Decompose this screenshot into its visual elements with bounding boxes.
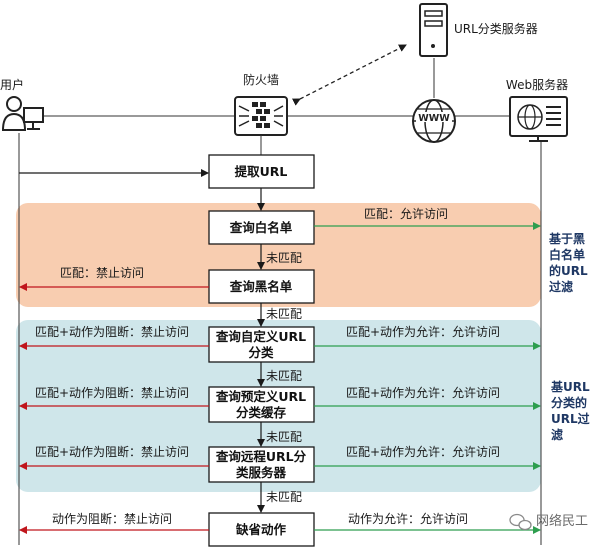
whitelist-allow-label: 匹配：允许访问 (364, 206, 448, 221)
section-label-category: 基URL 分类的 URL过 滤 (550, 379, 590, 442)
step-default-action: 缺省动作 (208, 512, 315, 547)
web-server-icon (509, 96, 568, 142)
step-blacklist: 查询黑名单 (208, 269, 315, 304)
default-allow-label: 动作为允许：允许访问 (348, 511, 468, 526)
firewall-label: 防火墙 (243, 72, 279, 87)
step-remote-url-category-server: 查询远程URL分 类服务器 (208, 446, 315, 483)
remote-block-label: 匹配+动作为阻断：禁止访问 (35, 444, 189, 459)
section-cat-line-1: 基URL (550, 379, 590, 394)
firewall-url-server-dashed-link (291, 44, 407, 106)
predef-allow-label: 匹配+动作为允许：允许访问 (346, 385, 500, 400)
step-predef-text-1: 查询预定义URL (215, 389, 306, 404)
blacklist-block-label: 匹配：禁止访问 (60, 266, 144, 280)
url-server-label: URL分类服务器 (454, 21, 538, 36)
www-label: WWW (418, 113, 450, 124)
step-extract-url: 提取URL (208, 154, 315, 189)
custom-block-label: 匹配+动作为阻断：禁止访问 (35, 324, 189, 339)
section-bw-line-2: 白名单 (549, 247, 585, 262)
step-blacklist-text: 查询黑名单 (229, 279, 293, 294)
section-bw-line-1: 基于黑 (548, 231, 585, 246)
no-match-label-4: 未匹配 (266, 430, 302, 444)
wechat-icon (509, 513, 532, 531)
step-default-text: 缺省动作 (236, 522, 287, 537)
user-label: 用户 (0, 77, 24, 92)
no-match-label-2: 未匹配 (266, 307, 302, 321)
section-cat-line-2: 分类的 (551, 395, 587, 410)
url-server-icon (419, 3, 448, 57)
www-globe-icon (412, 99, 456, 143)
default-block-label: 动作为阻断：禁止访问 (52, 511, 172, 526)
step-whitelist-text: 查询白名单 (229, 220, 293, 235)
watermark-text: 网络民工 (536, 513, 588, 529)
blackwhite-list-band (16, 203, 541, 307)
section-bw-line-3: 的URL (549, 263, 588, 278)
custom-allow-label: 匹配+动作为允许：允许访问 (346, 324, 500, 339)
section-bw-line-4: 过滤 (549, 279, 573, 294)
remote-allow-label: 匹配+动作为允许：允许访问 (346, 444, 500, 459)
step-extract-url-text: 提取URL (235, 164, 288, 179)
step-predef-text-2: 分类缓存 (236, 405, 287, 420)
step-custom-text-2: 分类 (248, 345, 274, 360)
no-match-label-1: 未匹配 (266, 251, 302, 265)
no-match-label-5: 未匹配 (266, 490, 302, 504)
section-cat-line-4: 滤 (551, 427, 563, 442)
step-custom-url-category: 查询自定义URL 分类 (208, 326, 315, 363)
section-cat-line-3: URL过 (551, 411, 590, 426)
web-server-label: Web服务器 (506, 77, 568, 92)
step-predefined-url-category-cache: 查询预定义URL 分类缓存 (208, 386, 315, 423)
step-remote-text-2: 类服务器 (236, 465, 287, 480)
step-whitelist: 查询白名单 (208, 210, 315, 245)
user-icon (1, 96, 44, 131)
watermark: 网络民工 (509, 513, 588, 531)
no-match-label-3: 未匹配 (266, 369, 302, 383)
section-label-blackwhite: 基于黑 白名单 的URL 过滤 (548, 231, 588, 294)
step-custom-text-1: 查询自定义URL (215, 329, 306, 344)
firewall-icon (234, 96, 288, 136)
step-remote-text-1: 查询远程URL分 (215, 449, 307, 464)
predef-block-label: 匹配+动作为阻断：禁止访问 (35, 385, 189, 400)
